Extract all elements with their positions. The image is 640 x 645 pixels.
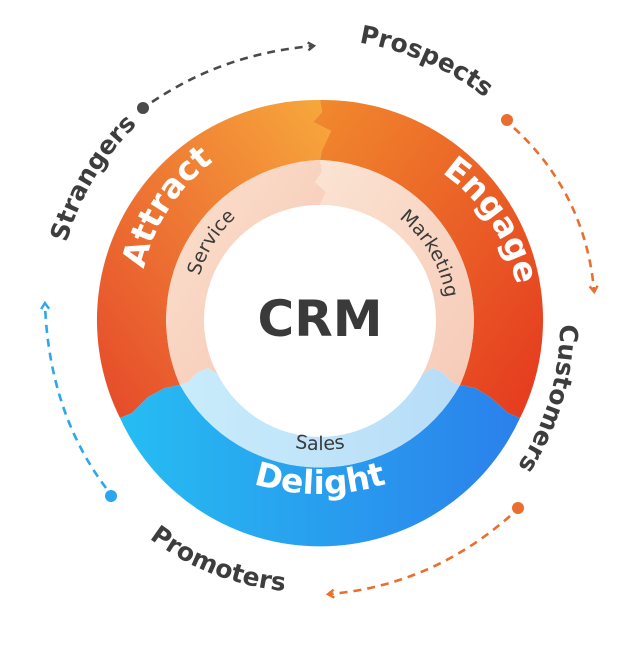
center-label: CRM [258, 290, 383, 348]
sales-segment [180, 368, 460, 468]
sales-label: Sales [294, 431, 346, 455]
attract-segment [96, 99, 331, 418]
gray-flow-arrow [151, 41, 317, 104]
prospects-label: Prospects [358, 20, 499, 103]
blue-arrow-start-dot [105, 490, 117, 502]
delight-segment [120, 385, 520, 547]
orange-flow-arrow-right [513, 127, 599, 295]
outer-ring [96, 99, 544, 547]
center-circle [207, 205, 433, 431]
blue-flow-arrow [40, 300, 108, 489]
orange-arrow-start-dot-bottom [512, 502, 524, 514]
flow-arrows [40, 41, 599, 599]
orange-arrow-start-dot-top [501, 114, 513, 126]
gray-arrow-start-dot [137, 102, 149, 114]
marketing-segment [315, 160, 474, 385]
inner-ring [166, 160, 474, 468]
engage-segment [313, 99, 544, 419]
orange-flow-arrow-bottom [325, 515, 511, 599]
service-segment [166, 160, 326, 385]
